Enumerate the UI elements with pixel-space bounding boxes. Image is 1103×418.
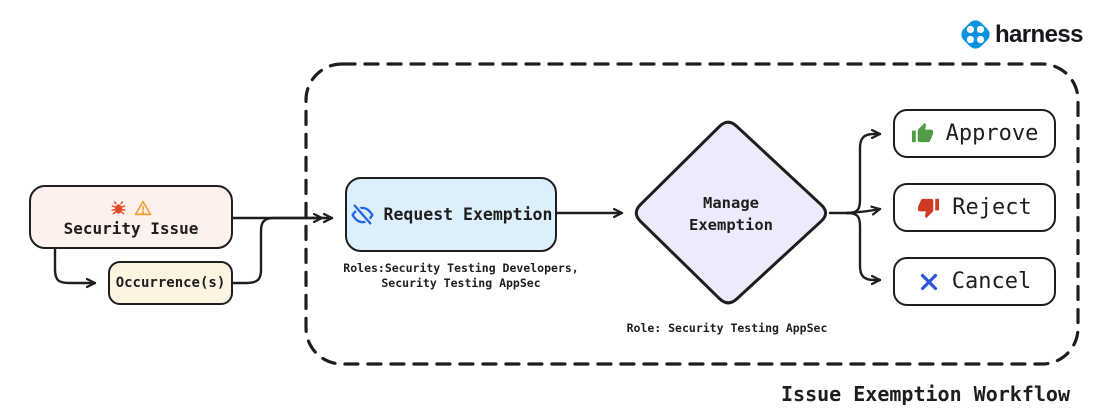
- reject-label: Reject: [952, 195, 1032, 220]
- manage-exemption-role-note: Role: Security Testing AppSec: [626, 321, 828, 335]
- diagram-caption: Issue Exemption Workflow: [781, 382, 1070, 406]
- cancel-node: Cancel: [893, 257, 1056, 306]
- harness-logo-icon: [958, 17, 993, 52]
- harness-logo: harness: [958, 17, 1083, 52]
- approve-label: Approve: [945, 121, 1039, 146]
- thumbs-down-icon: [917, 196, 940, 219]
- arrow-security-to-occurrence: [53, 247, 97, 283]
- occurrences-label: Occurrence(s): [115, 275, 226, 291]
- manage-exemption-label: Manage Exemption: [689, 193, 773, 234]
- brand-name: harness: [995, 20, 1083, 48]
- arrow-manage-to-cancel: [845, 211, 882, 280]
- manage-exemption-diamond-shape: [634, 120, 828, 305]
- cancel-label: Cancel: [951, 269, 1032, 294]
- x-icon: [918, 271, 940, 293]
- arrow-occurrence-to-request: [231, 218, 324, 285]
- workflow-boundary: [304, 62, 1080, 366]
- request-exemption-roles-note: Roles:Security Testing Developers, Secur…: [343, 261, 579, 290]
- approve-node: Approve: [893, 109, 1056, 158]
- security-issue-node: Security Issue: [29, 185, 233, 249]
- request-exemption-label: Request Exemption: [383, 205, 553, 224]
- bug-icon: [110, 199, 127, 216]
- request-exemption-node: Request Exemption: [345, 177, 557, 252]
- reject-node: Reject: [893, 183, 1056, 232]
- eye-off-icon: [350, 202, 375, 227]
- occurrences-node: Occurrence(s): [108, 261, 233, 305]
- thumbs-up-icon: [911, 122, 934, 145]
- security-issue-label: Security Issue: [63, 218, 199, 238]
- arrow-manage-to-approve: [845, 134, 882, 215]
- warning-icon: [134, 199, 152, 217]
